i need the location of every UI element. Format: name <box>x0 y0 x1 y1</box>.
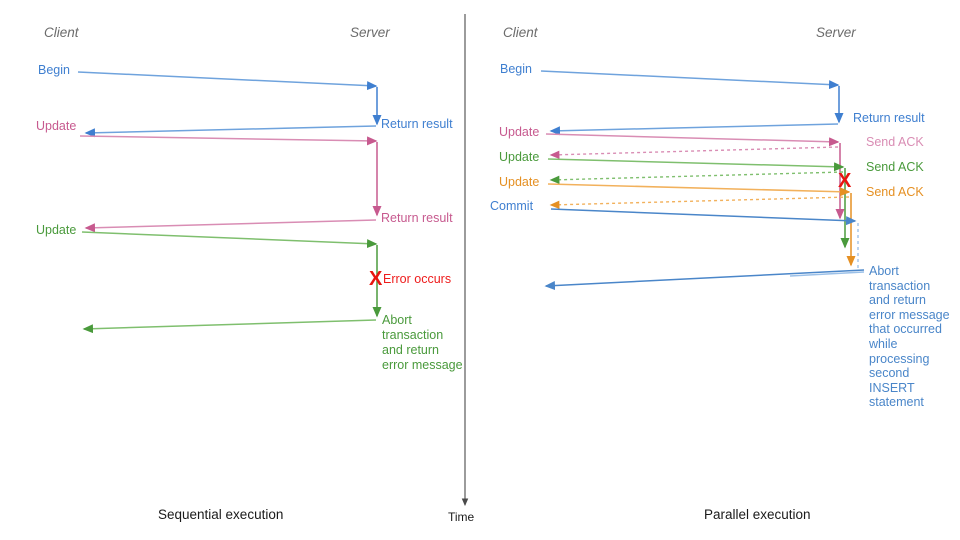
arrow-update-2-request <box>81 231 378 249</box>
arrow-abort-return-p <box>544 269 865 291</box>
arrow-ack-orange <box>549 196 850 209</box>
lane-header-server-parallel: Server <box>816 25 856 40</box>
arrow-update-green-request <box>547 158 845 172</box>
abort-note-line: statement <box>869 395 924 410</box>
arrow-ack-green <box>549 171 844 184</box>
caption-parallel: Parallel execution <box>704 507 811 522</box>
message-label-return-result-1-sequential: Return result <box>381 117 453 131</box>
abort-note-line: and return <box>382 343 439 357</box>
abort-note-line: error message <box>869 307 950 322</box>
message-label-update-orange-parallel: Update <box>499 175 540 189</box>
message-label-update-1-sequential: Update <box>36 119 77 133</box>
abort-note-line: INSERT <box>869 380 915 395</box>
parallel-panel-arrows <box>540 70 865 291</box>
message-label-begin-sequential: Begin <box>38 63 70 77</box>
arrow-begin-request <box>77 71 378 91</box>
lane-header-client-parallel: Client <box>503 25 538 40</box>
arrow-ack-pink <box>549 146 839 159</box>
message-label-update-pink-parallel: Update <box>499 125 540 139</box>
time-axis-label: Time <box>448 510 475 524</box>
message-label-begin-parallel: Begin <box>500 62 532 76</box>
abort-note-line: error message <box>382 358 463 372</box>
abort-note-line: that occurred <box>869 322 942 337</box>
caption-sequential: Sequential execution <box>158 507 284 522</box>
lane-header-server-sequential: Server <box>350 25 390 40</box>
abort-note-line: while <box>869 336 898 351</box>
lane-header-client-sequential: Client <box>44 25 79 40</box>
error-label-sequential: Error occurs <box>383 272 452 286</box>
message-label-update-green-parallel: Update <box>499 150 540 164</box>
abort-note-line: Abort <box>869 264 899 278</box>
abort-note-sequential: Abort transaction and return error messa… <box>382 313 466 373</box>
arrow-commit-request <box>550 208 857 226</box>
arrow-return-result-1 <box>84 125 377 138</box>
arrow-abort-return <box>82 319 377 334</box>
arrow-return-result-2 <box>84 219 377 233</box>
abort-note-parallel: Abort transaction and return error messa… <box>869 264 955 410</box>
message-label-send-ack-green: Send ACK <box>866 160 924 174</box>
message-label-return-result-2-sequential: Return result <box>381 211 453 225</box>
arrow-update-1-request <box>79 135 378 146</box>
abort-note-line: transaction <box>382 328 444 342</box>
arrow-update-pink-request <box>545 133 840 147</box>
abort-note-line: Abort <box>382 313 412 327</box>
message-label-send-ack-pink: Send ACK <box>866 135 924 149</box>
arrow-update-orange-request <box>547 183 851 197</box>
sequential-panel-arrows <box>77 71 382 334</box>
arrow-begin-request-p <box>540 70 840 90</box>
arrow-return-result-p <box>549 123 839 136</box>
abort-note-line: transaction <box>869 278 931 293</box>
message-label-commit-parallel: Commit <box>490 199 534 213</box>
abort-return-highlight <box>789 271 865 277</box>
error-x-icon-parallel: X <box>838 170 852 192</box>
abort-note-line: second <box>869 366 910 381</box>
message-label-update-2-sequential: Update <box>36 223 77 237</box>
error-x-icon-sequential: X <box>369 268 383 290</box>
abort-note-line: processing <box>869 351 930 366</box>
message-label-send-ack-orange: Send ACK <box>866 185 924 199</box>
message-label-return-result-parallel: Return result <box>853 111 925 125</box>
abort-note-line: and return <box>869 293 926 308</box>
